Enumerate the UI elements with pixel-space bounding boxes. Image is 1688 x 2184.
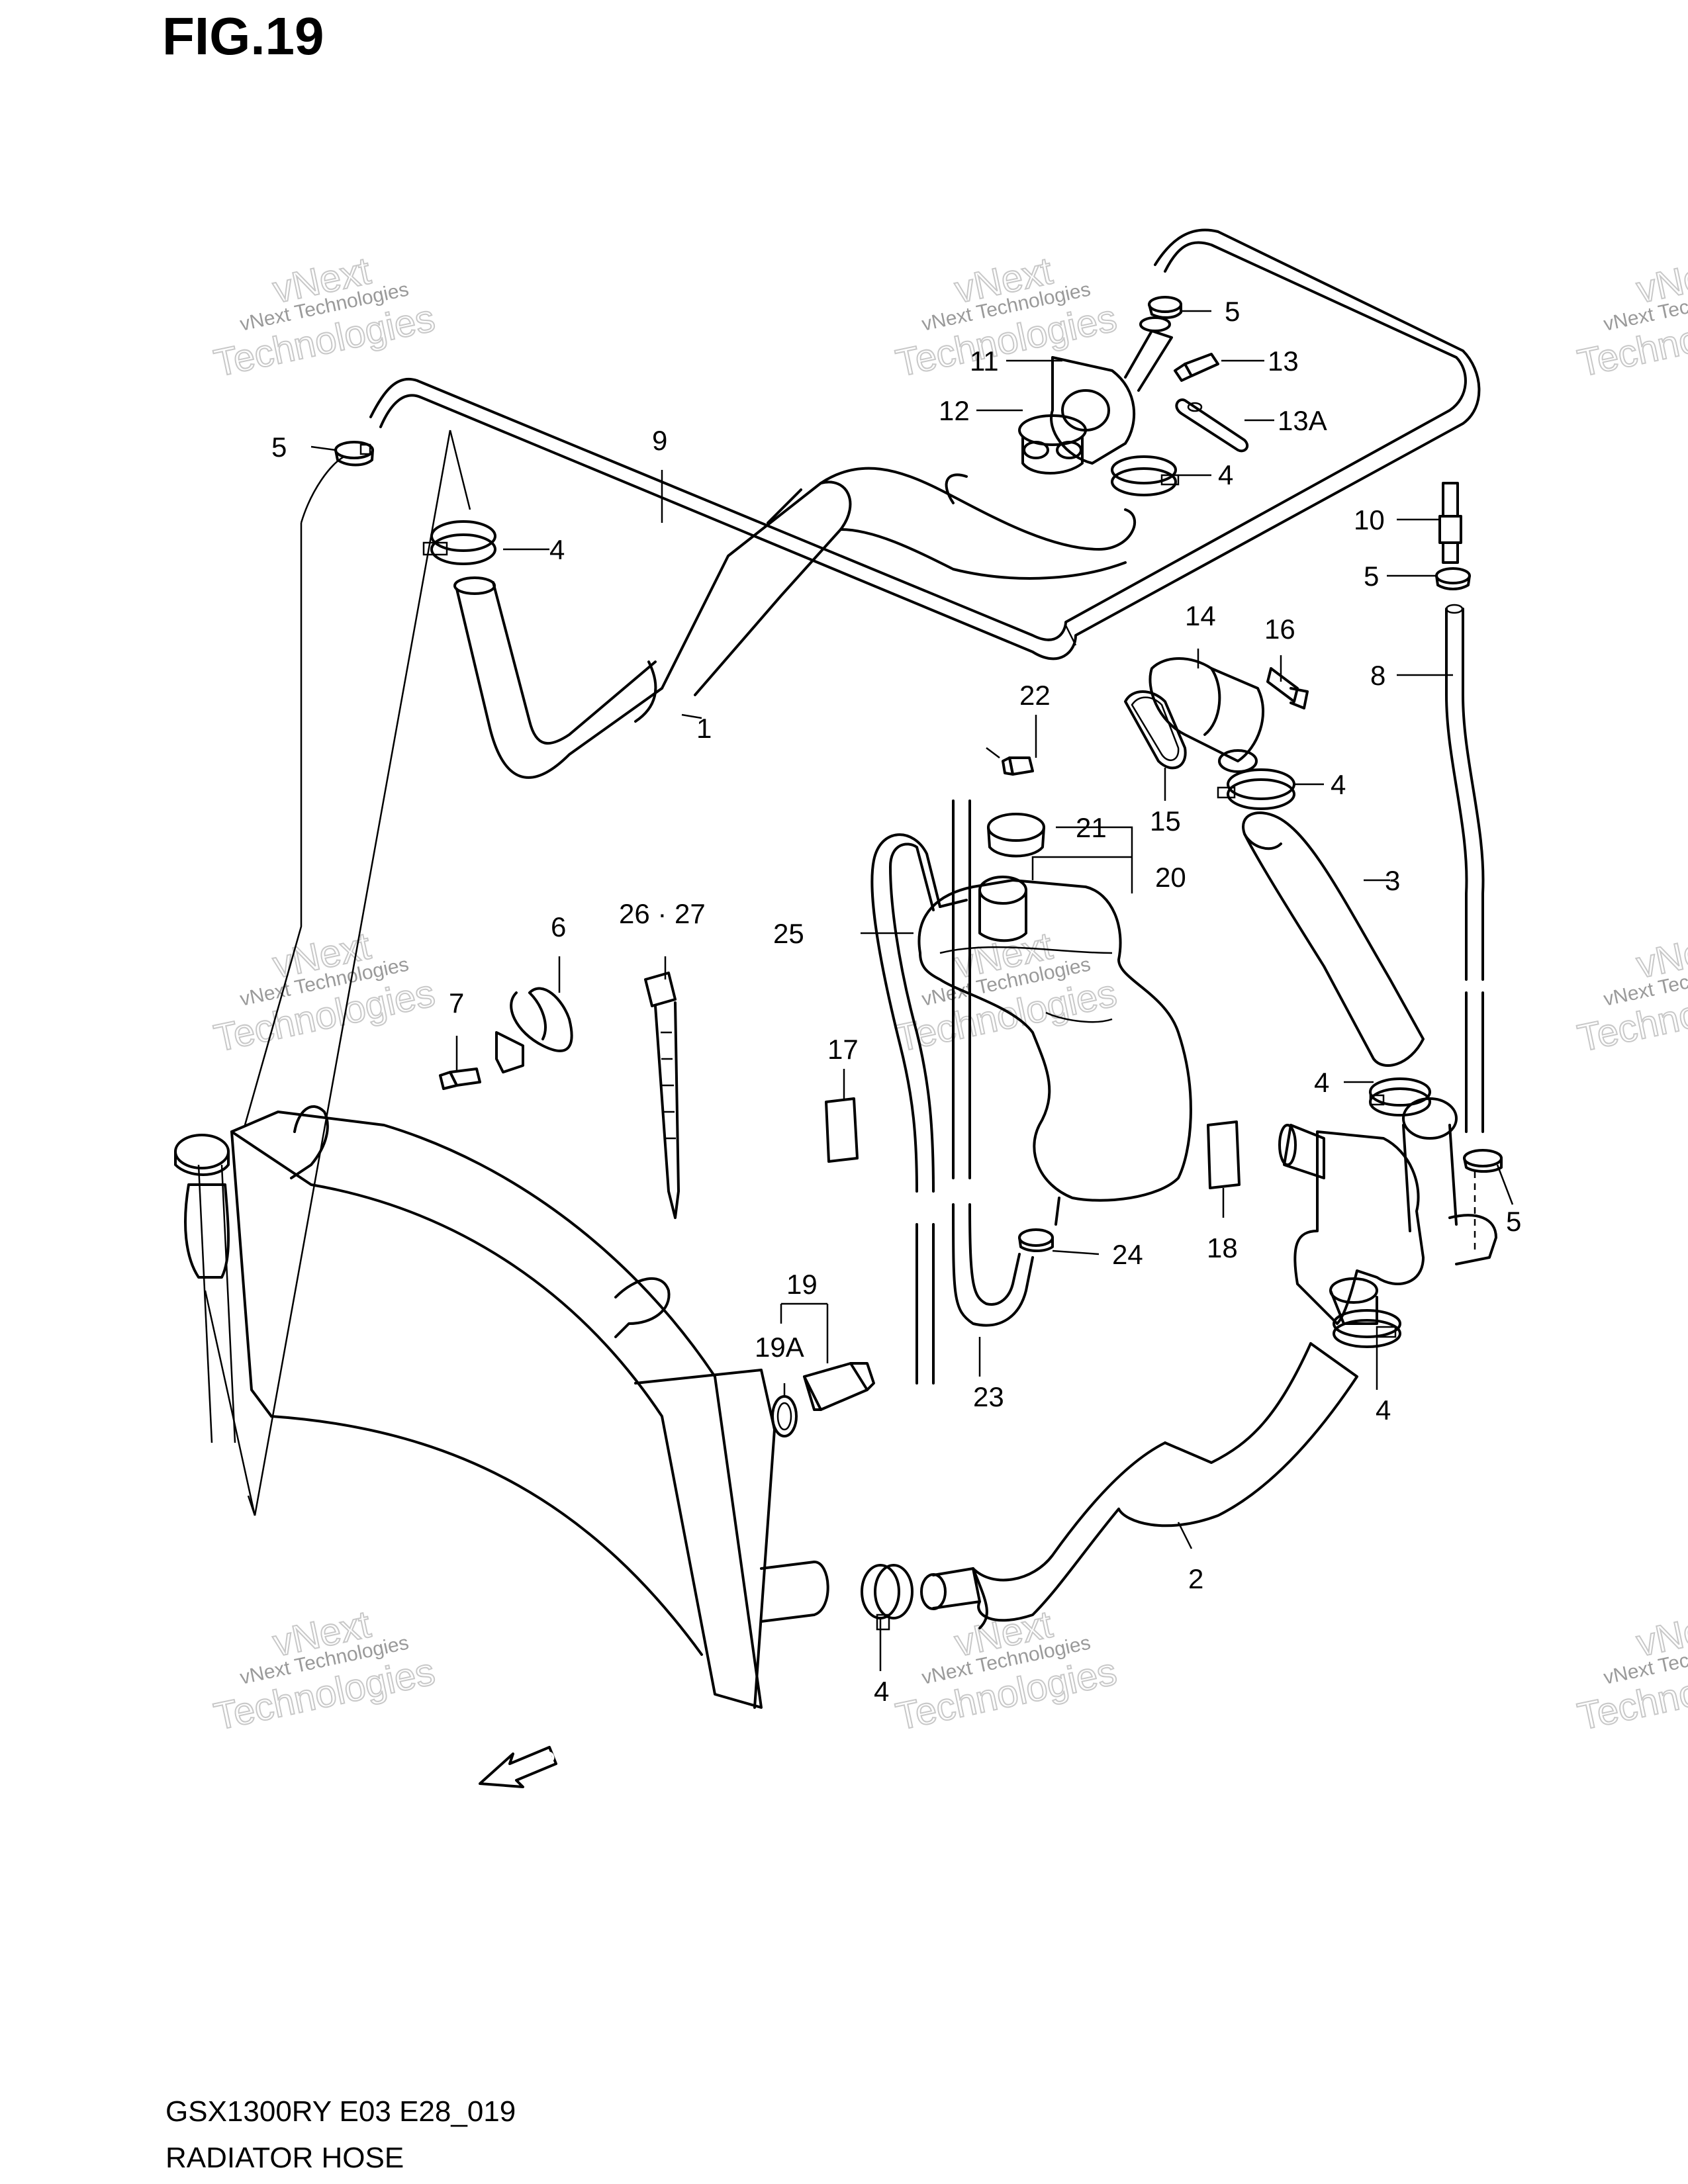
callout-26-27: 26 · 27 <box>619 898 706 929</box>
clamp-24 <box>1018 1228 1054 1252</box>
hose-8 <box>1445 604 1485 1133</box>
bolt-13 <box>1174 353 1219 382</box>
callout-21: 21 <box>1076 812 1107 843</box>
callout-19a: 19A <box>755 1332 804 1363</box>
callout-13: 13 <box>1268 345 1299 377</box>
water-pump-cover <box>1278 1097 1497 1325</box>
watermark-text: vNext <box>1633 924 1688 986</box>
model-code: GSX1300RY E03 E28_019 <box>165 2095 516 2128</box>
radiator <box>174 1105 829 1709</box>
callout-19: 19 <box>786 1269 818 1300</box>
hose-9 <box>369 228 1481 660</box>
callout-23: 23 <box>973 1381 1004 1412</box>
callout-16: 16 <box>1264 614 1295 645</box>
callout-13a: 13A <box>1278 405 1327 436</box>
callout-5d: 5 <box>1506 1206 1521 1237</box>
cable-tie-26-27 <box>644 972 680 1219</box>
o-ring-15 <box>1124 690 1187 770</box>
callout-6: 6 <box>551 911 566 942</box>
watermark-mid-left: vNext Technologies vNext Technologies <box>210 923 440 1060</box>
clamp-4-bottom <box>861 1564 914 1631</box>
watermark-bottom-left: vNext Technologies vNext Technologies <box>210 1602 440 1739</box>
overflow-hose <box>952 799 1034 1327</box>
leader-lines <box>310 310 1514 1671</box>
section-name: RADIATOR HOSE <box>165 2142 404 2174</box>
switch-19 <box>803 1362 875 1411</box>
clamp-5-upper-right <box>1435 567 1471 590</box>
watermark-top-left: vNext Technologies vNext Technologies <box>210 248 440 385</box>
clip-6 <box>495 987 573 1073</box>
clamp-4-pump-bottom <box>1333 1309 1401 1348</box>
watermark-top-center: vNext Technologies vNext Technologies <box>892 248 1121 385</box>
watermark-group: vNext Technologies vNext Technologies vN… <box>210 248 1688 1739</box>
callout-4d: 4 <box>1314 1067 1329 1098</box>
callout-18: 18 <box>1207 1232 1238 1263</box>
callout-4e: 4 <box>1376 1394 1391 1426</box>
pad-17 <box>825 1097 859 1163</box>
clamp-4-filler-neck <box>1217 768 1295 810</box>
callout-3: 3 <box>1385 865 1400 896</box>
watermark-text: vNext <box>1633 249 1688 311</box>
filler-neck-14 <box>1149 657 1264 773</box>
callout-4f: 4 <box>874 1676 889 1707</box>
thermostat-12 <box>1018 414 1087 475</box>
callout-22: 22 <box>1019 680 1051 711</box>
callout-14: 14 <box>1185 600 1216 631</box>
callout-17: 17 <box>827 1034 859 1065</box>
watermark-mid-right: vNext Technologies vNext Technologies <box>1573 923 1688 1060</box>
callout-4a: 4 <box>549 534 565 565</box>
callout-2: 2 <box>1188 1563 1203 1594</box>
bolt-7 <box>439 1068 481 1090</box>
watermark-text: vNext <box>1633 1602 1688 1664</box>
clamp-4-pump-top <box>1369 1077 1431 1116</box>
hose-25 <box>870 833 941 1385</box>
watermark-bottom-center: vNext Technologies vNext Technologies <box>892 1602 1121 1739</box>
callout-1: 1 <box>696 713 712 744</box>
watermark-top-right: vNext Technologies vNext Technologies <box>1573 248 1688 385</box>
callout-10: 10 <box>1354 504 1385 535</box>
callout-7: 7 <box>449 987 464 1019</box>
callout-11: 11 <box>970 345 999 377</box>
callout-5a: 5 <box>271 432 287 463</box>
callout-labels: 1 2 3 4 4 4 4 4 4 5 5 5 5 6 7 8 9 10 11 … <box>271 296 1521 1707</box>
bolt-22 <box>986 747 1034 776</box>
hose-1 <box>453 467 1137 779</box>
figure-title: FIG.19 <box>162 7 324 66</box>
callout-12: 12 <box>939 395 970 426</box>
hose-3 <box>1242 811 1425 1067</box>
callout-9: 9 <box>652 425 667 456</box>
callout-20: 20 <box>1155 862 1186 893</box>
clamp-5-pump-right <box>1463 1149 1503 1173</box>
watermark-mid-center: vNext Technologies vNext Technologies <box>892 923 1121 1060</box>
callout-8: 8 <box>1370 660 1385 691</box>
pad-18 <box>1207 1120 1241 1189</box>
callout-4c: 4 <box>1331 769 1346 800</box>
cap-21 <box>987 813 1045 858</box>
callout-4b: 4 <box>1218 459 1233 490</box>
clamp-4-thermostat <box>1111 455 1180 496</box>
fitting-10 <box>1438 482 1462 564</box>
clamp-5-upper-left <box>334 441 374 467</box>
bolt-16 <box>1266 667 1309 709</box>
callout-24: 24 <box>1112 1239 1143 1270</box>
hose-2 <box>920 1342 1358 1629</box>
callout-5b: 5 <box>1225 296 1240 327</box>
callout-15: 15 <box>1150 805 1181 837</box>
callout-25: 25 <box>773 918 804 949</box>
reference-lines <box>204 430 471 1516</box>
clamp-4-hose1-upper <box>422 520 496 565</box>
callout-5c: 5 <box>1364 561 1379 592</box>
gasket-19a <box>771 1395 798 1437</box>
fwd-arrow: FWD <box>479 1746 558 1788</box>
clamp-5-upper-center <box>1148 296 1182 319</box>
reservoir-tank-20 <box>917 876 1192 1226</box>
bracket-13a <box>1175 398 1249 453</box>
watermark-bottom-right: vNext Technologies vNext Technologies <box>1573 1602 1688 1739</box>
